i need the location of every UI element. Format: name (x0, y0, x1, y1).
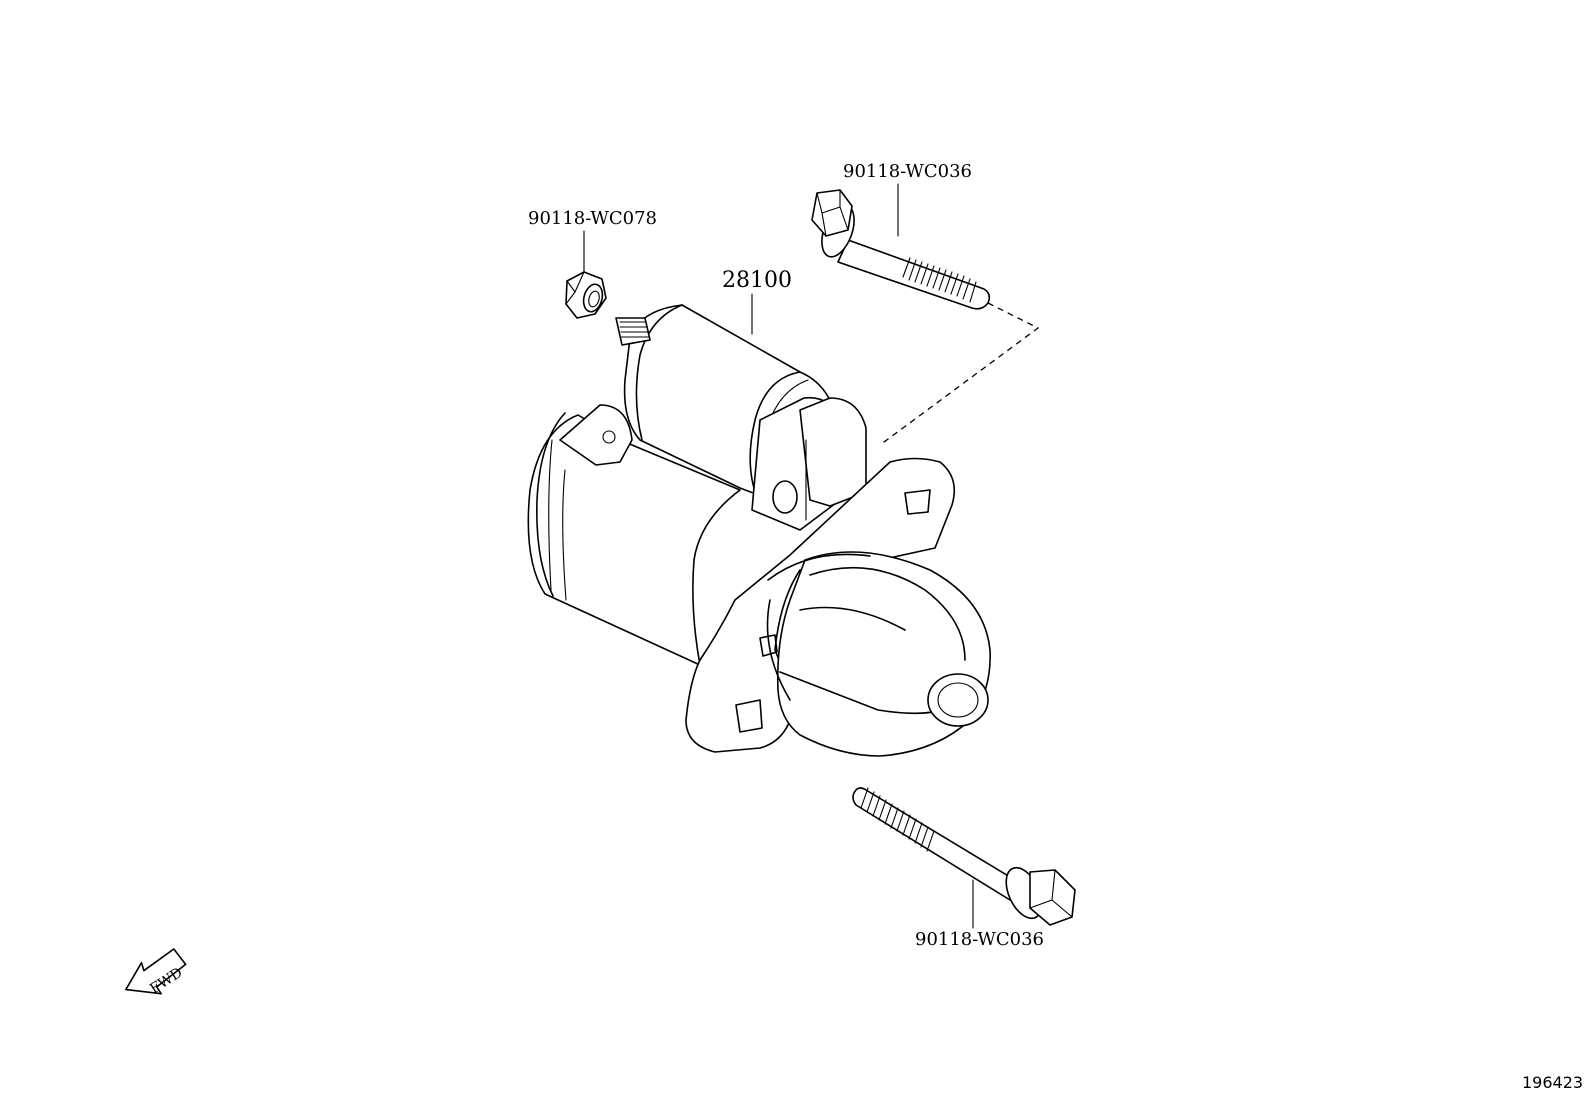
label-starter[interactable]: 28100 (722, 268, 792, 293)
starter-motor-drawing[interactable] (527, 304, 991, 757)
bolt-lower-drawing[interactable] (852, 787, 1076, 926)
label-nut[interactable]: 90118-WC078 (528, 208, 657, 229)
assembly-dashed-line (879, 302, 1040, 446)
label-bolt-upper[interactable]: 90118-WC036 (843, 161, 972, 182)
callout-starter: 28100 (722, 268, 792, 335)
callout-lower-bolt: 90118-WC036 (915, 879, 1044, 950)
nut-drawing[interactable] (565, 271, 607, 319)
callout-nut: 90118-WC078 (528, 208, 657, 273)
bolt-upper-drawing[interactable] (811, 189, 991, 310)
illustration-id: 196423 (1522, 1073, 1583, 1092)
label-bolt-lower[interactable]: 90118-WC036 (915, 929, 1044, 950)
fwd-arrow-icon: FWD (125, 948, 187, 997)
callout-upper-bolt: 90118-WC036 (843, 161, 972, 237)
